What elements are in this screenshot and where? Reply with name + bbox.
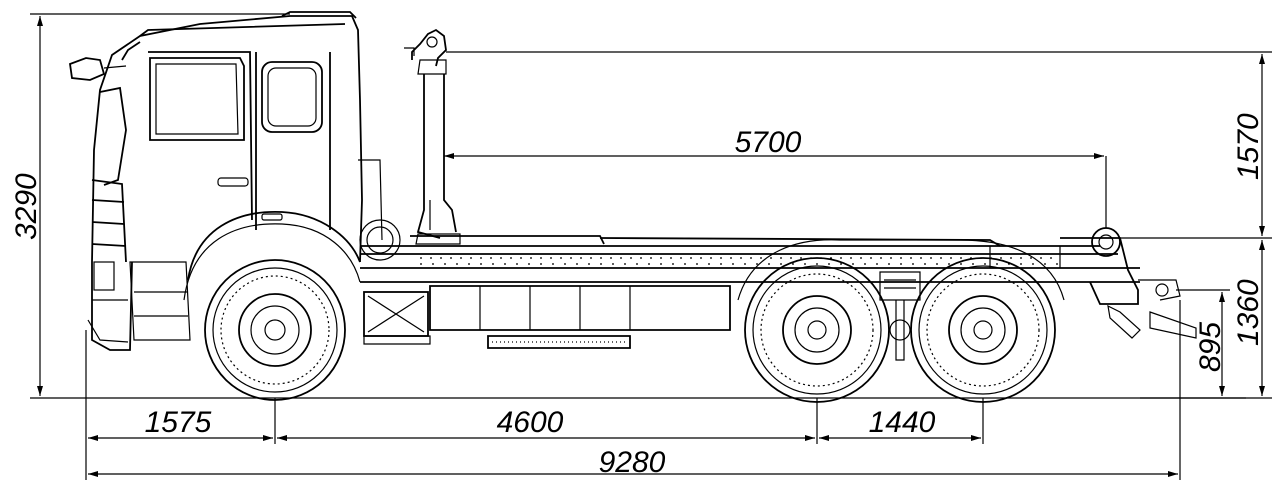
dim-hook-height: 1570 <box>1232 113 1265 180</box>
dim-coupling-height: 895 <box>1194 322 1227 372</box>
truck-outline <box>69 11 1197 403</box>
mirror <box>69 57 106 81</box>
headlight <box>93 261 115 291</box>
middle-rear-wheel <box>744 257 890 403</box>
dim-overall-height: 3290 <box>10 173 43 240</box>
tow-coupling <box>1107 279 1197 339</box>
dim-front-overhang: 1575 <box>145 406 212 439</box>
spare-wheel <box>487 335 631 349</box>
chassis-frame <box>360 227 1140 349</box>
dimension-lines <box>30 13 1272 480</box>
dim-rear-axle-spacing: 1440 <box>869 406 936 439</box>
dim-overall-length: 9280 <box>599 446 666 479</box>
cab-front-window <box>149 57 245 141</box>
last-rear-wheel <box>910 257 1056 403</box>
cab <box>69 11 401 351</box>
dim-hook-arm-length: 5700 <box>735 126 802 159</box>
dim-wheelbase: 4600 <box>497 406 564 439</box>
front-fender <box>187 211 361 281</box>
rear-roller <box>1091 227 1121 257</box>
cab-rear-window <box>261 61 323 133</box>
hook-lift-arm <box>404 28 461 245</box>
front-wheel <box>204 259 346 401</box>
dim-frame-height: 1360 <box>1232 279 1265 346</box>
